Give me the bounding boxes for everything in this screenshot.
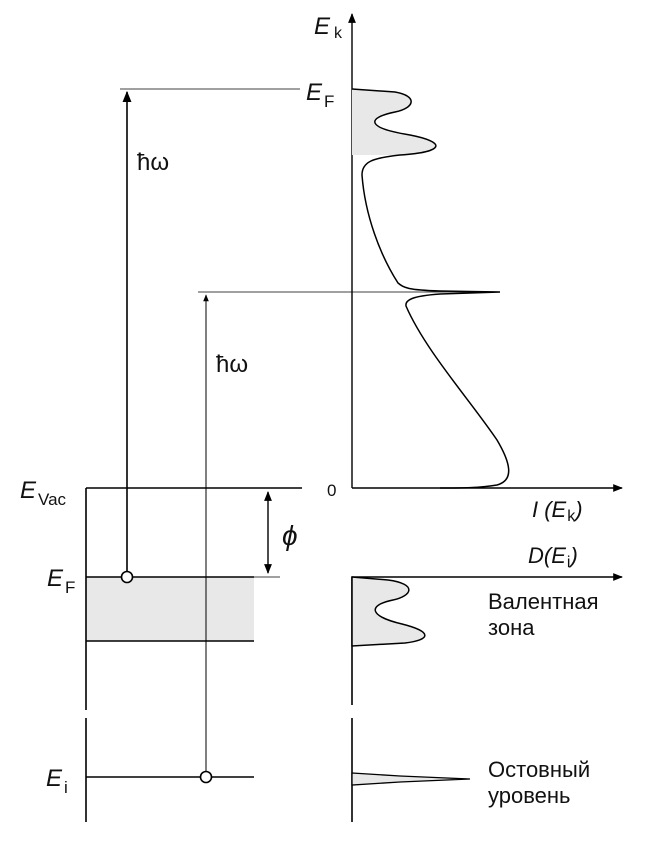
spectrum-curve	[351, 88, 510, 489]
electron-core	[199, 770, 213, 784]
dos-valence-band	[351, 576, 426, 647]
work-function-label: ϕ	[282, 520, 298, 551]
core-level-caption-line2: уровень	[488, 783, 571, 808]
energy-level-diagram	[85, 88, 500, 822]
photon-energy-label-left: ħω	[137, 149, 169, 176]
zero-label: 0	[327, 481, 336, 500]
kinetic-energy-spectrum	[348, 13, 623, 492]
spectrum-valence-fill	[352, 89, 436, 155]
density-of-states	[351, 573, 623, 822]
photon-energy-label-right: ħω	[216, 351, 248, 378]
dos-core-level	[351, 772, 471, 786]
electron-valence	[120, 570, 134, 584]
intensity-axis-label: I (Ek)	[532, 497, 583, 525]
valence-band-caption-line1: Валентная	[488, 589, 599, 614]
core-level-caption-line1: Остовный	[488, 757, 590, 782]
dos-axis-label: D(Ei)	[528, 543, 578, 571]
valence-band-caption-line2: зона	[488, 615, 535, 640]
valence-band	[86, 577, 254, 641]
